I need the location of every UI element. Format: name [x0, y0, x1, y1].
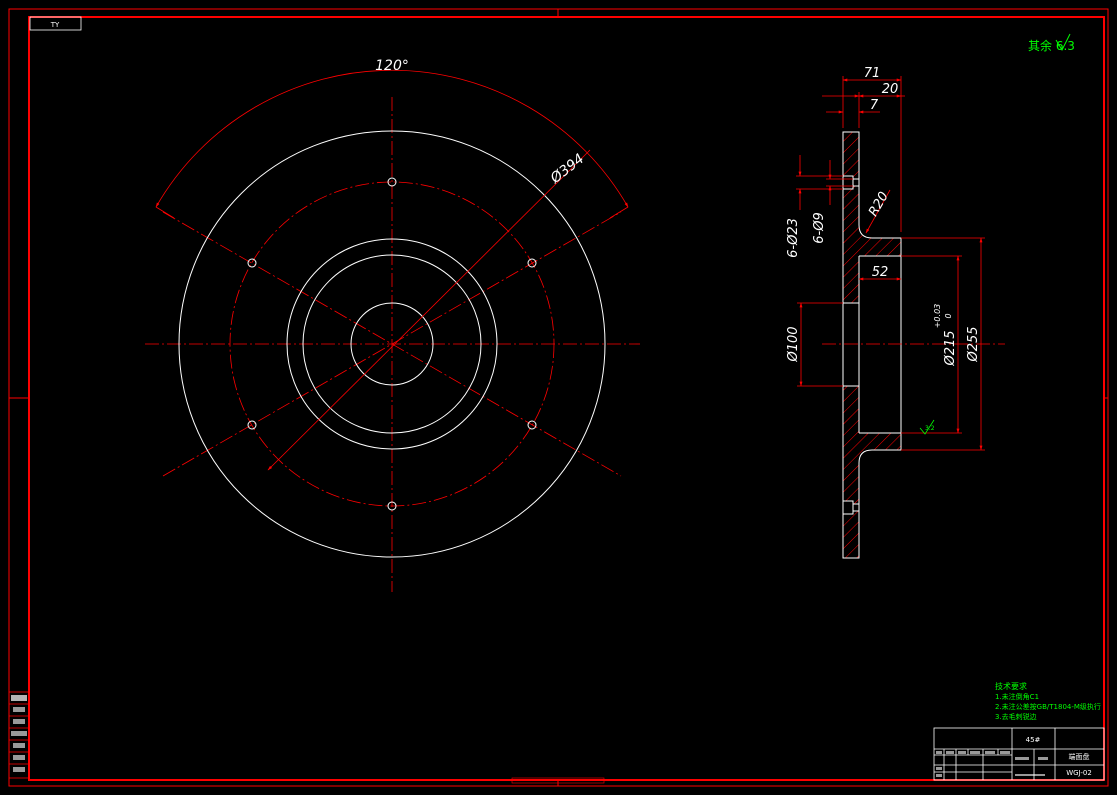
- tech-req-line-1: 1.未注倒角C1: [995, 692, 1039, 701]
- drawing-number-label: WGJ-02: [1066, 769, 1092, 777]
- bore-circle: [350, 302, 434, 386]
- bore-215-dimension: [901, 255, 962, 434]
- outer-flange-circle: [178, 130, 606, 558]
- bore-215-tol-upper: +0.03: [933, 304, 942, 329]
- bore-100-dimension: [797, 302, 843, 387]
- section-view: 71 20 7 R20 6-Ø23 6-Ø9 52 Ø100: [786, 66, 1005, 559]
- dim-52: 52: [872, 265, 889, 280]
- section-bore-lines: [842, 255, 901, 434]
- tech-req-line-3: 3.去毛刺锐边: [995, 712, 1037, 721]
- bolt-circle-label: Ø394: [547, 151, 587, 187]
- tech-req-title: 技术要求: [995, 681, 1027, 691]
- sheet-tag: TY: [29, 16, 82, 31]
- angle-label: 120°: [375, 58, 409, 74]
- side-revision-block: [8, 691, 30, 779]
- bore-100-label: Ø100: [786, 326, 801, 362]
- bore-215-tol-lower: 0: [944, 313, 953, 318]
- bolt-circle-leader: [267, 149, 591, 471]
- hub-outer-circle: [286, 238, 498, 450]
- front-view: 120° Ø394: [145, 58, 640, 592]
- bore-215-label: Ø215: [943, 330, 958, 366]
- part-name-label: 端面盘: [1069, 752, 1090, 761]
- hub-inner-circle: [302, 254, 482, 434]
- front-center-lines: [145, 97, 640, 592]
- section-counterbores: [842, 175, 860, 515]
- fillet-leader: [865, 189, 891, 234]
- title-block: 45# 端面盘 WGJ-02: [933, 727, 1105, 781]
- holes-23-label: 6-Ø23: [786, 218, 801, 258]
- tech-req-line-2: 2.未注公差按GB/T1804-M级执行: [995, 702, 1101, 711]
- tech-requirements: 技术要求 1.未注倒角C1 2.未注公差按GB/T1804-M级执行 3.去毛刺…: [995, 681, 1101, 721]
- bolt-holes: [247, 177, 537, 511]
- dim-71: 71: [864, 66, 881, 81]
- hole-dimensions: [796, 155, 853, 210]
- angle-dimension: [155, 69, 629, 219]
- surface-finish-note: 其余 6.3: [1028, 33, 1075, 53]
- surface-finish-text: 其余 6.3: [1028, 38, 1075, 53]
- dia-255-label: Ø255: [966, 326, 981, 362]
- bore-roughness-value: 3.2: [925, 425, 935, 432]
- dim-20: 20: [882, 82, 899, 97]
- material-label: 45#: [1026, 736, 1041, 744]
- sheet-frame: [8, 8, 1109, 787]
- roughness-symbol-icon: [1055, 33, 1071, 52]
- holes-9-label: 6-Ø9: [812, 212, 827, 243]
- section-top-dimensions: [822, 76, 905, 232]
- sheet-tag-text: TY: [50, 21, 60, 29]
- front-outline-circles: [178, 130, 606, 558]
- bore-roughness-icon: [919, 419, 935, 435]
- dia-255-dimension: [901, 237, 985, 451]
- dim-7: 7: [870, 98, 879, 113]
